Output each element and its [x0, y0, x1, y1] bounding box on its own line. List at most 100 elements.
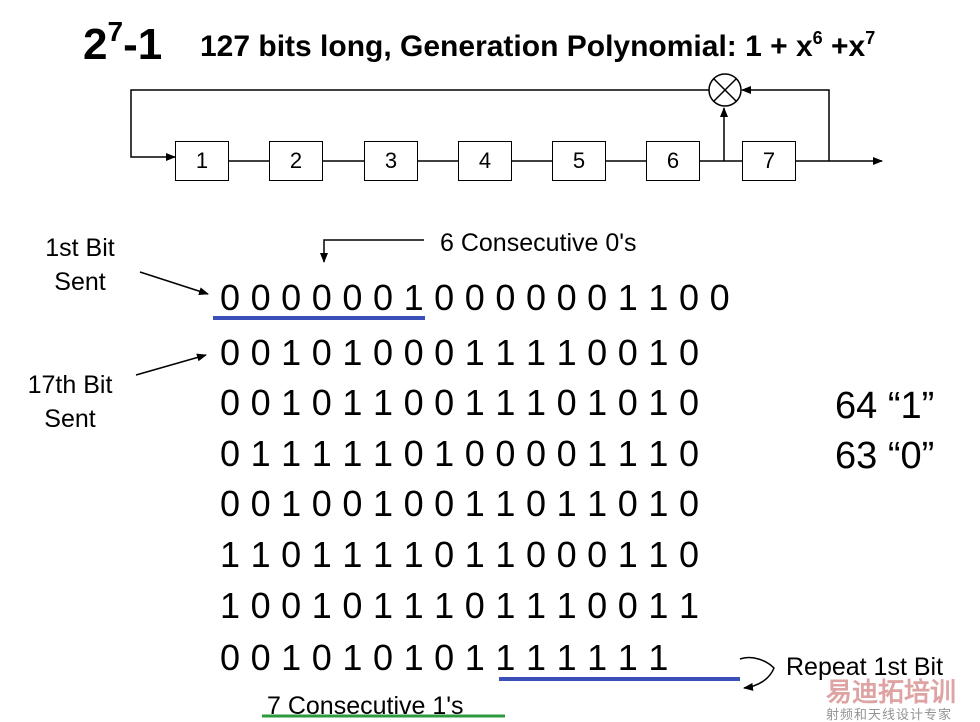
bit-value: 0 [219, 483, 241, 524]
ones-count: 64 “1” [835, 385, 935, 427]
bit-value: 1 [495, 332, 516, 373]
seventeenth-bit-label-line1: 17th Bit [27, 371, 113, 399]
bit-value: 1 [250, 433, 271, 474]
title-desc-exp1: 6 [812, 28, 823, 48]
bit-value: 1 [464, 483, 485, 524]
bit-value: 1 [434, 585, 455, 626]
bit-value: 0 [678, 433, 700, 474]
bit-value: 1 [648, 534, 669, 575]
watermark-subtitle: 射频和天线设计专家 [826, 707, 953, 722]
bit-value: 1 [556, 483, 577, 524]
bit-value: 0 [678, 332, 700, 373]
bit-value: 0 [525, 277, 547, 318]
register-6: 6 [646, 141, 700, 181]
bit-value: 1 [311, 433, 332, 474]
bit-value: 1 [525, 332, 547, 373]
consec1-label: 7 Consecutive 1's [267, 692, 464, 720]
bit-value: 0 [617, 332, 638, 373]
bit-value: 1 [372, 483, 394, 524]
bit-value: 1 [495, 585, 516, 626]
bit-value: 0 [434, 382, 455, 423]
register-4: 4 [458, 141, 512, 181]
bit-value: 1 [342, 534, 363, 575]
seventeenth-bit-label-line2: Sent [44, 405, 96, 433]
bit-value: 0 [434, 534, 455, 575]
bit-value: 1 [250, 534, 271, 575]
bit-value: 0 [617, 382, 638, 423]
repeat-arrow [739, 656, 775, 691]
bit-value: 0 [434, 332, 455, 373]
bit-value: 1 [219, 585, 241, 626]
bit-value: 0 [434, 277, 455, 318]
title-desc-prefix: 127 bits long, Generation Polynomial: 1 … [200, 30, 813, 63]
bit-value: 1 [281, 382, 302, 423]
bit-value: 1 [587, 382, 608, 423]
bit-value: 1 [617, 534, 638, 575]
bit-value: 0 [250, 585, 271, 626]
bit-value: 1 [464, 534, 485, 575]
bit-value: 1 [464, 637, 485, 678]
bit-value: 1 [587, 637, 608, 678]
consec0-label: 6 Consecutive 0's [440, 229, 637, 257]
bit-value: 0 [434, 637, 455, 678]
first-bit-arrow [139, 271, 209, 296]
xor-icon [708, 73, 742, 107]
bit-value: 1 [372, 433, 394, 474]
bit-value: 0 [372, 332, 394, 373]
bit-value: 0 [434, 483, 455, 524]
title-description: 127 bits long, Generation Polynomial: 1 … [200, 21, 875, 64]
bit-value: 1 [342, 382, 363, 423]
bit-value: 0 [372, 277, 394, 318]
bit-value: 0 [678, 277, 700, 318]
bit-value: 0 [311, 332, 332, 373]
bit-value: 1 [495, 534, 516, 575]
bit-value: 0 [219, 332, 241, 373]
title-desc-exp2: 7 [865, 28, 876, 48]
bit-value: 0 [464, 585, 485, 626]
register-5: 5 [552, 141, 606, 181]
seventeenth-bit-arrow [135, 353, 207, 376]
bit-value: 1 [403, 585, 424, 626]
bit-value: 1 [556, 332, 577, 373]
bit-value: 0 [281, 585, 302, 626]
bit-value: 0 [250, 483, 271, 524]
bit-value: 1 [311, 534, 332, 575]
title-main: 27-1 [83, 8, 162, 69]
bit-value: 1 [281, 332, 302, 373]
bit-value: 0 [250, 382, 271, 423]
bit-value: 0 [403, 332, 424, 373]
title-exponent: 7 [107, 16, 124, 47]
first-bit-label-line2: Sent [54, 268, 106, 296]
bit-value: 1 [342, 433, 363, 474]
bit-value: 1 [648, 332, 669, 373]
bit-value: 0 [219, 637, 241, 678]
bit-value: 1 [587, 483, 608, 524]
register-2: 2 [269, 141, 323, 181]
bit-value: 0 [311, 637, 332, 678]
bit-value: 0 [678, 534, 700, 575]
bit-value: 0 [617, 585, 638, 626]
bit-value: 0 [281, 277, 302, 318]
bit-value: 1 [464, 382, 485, 423]
bit-value: 1 [342, 637, 363, 678]
title-base: 2 [83, 20, 108, 69]
bit-value: 0 [403, 382, 424, 423]
bit-value: 1 [648, 483, 669, 524]
bit-value: 0 [587, 585, 608, 626]
bit-value: 1 [434, 433, 455, 474]
register-3: 3 [364, 141, 418, 181]
bit-value: 1 [403, 637, 424, 678]
repeat-label: Repeat 1st Bit [786, 653, 944, 681]
bit-value: 1 [525, 637, 547, 678]
bit-value: 0 [525, 483, 547, 524]
bit-value: 1 [648, 433, 669, 474]
bit-value: 1 [495, 637, 516, 678]
bit-value: 0 [219, 433, 241, 474]
bit-value: 0 [587, 277, 608, 318]
bit-value: 0 [403, 483, 424, 524]
bit-value: 0 [556, 534, 577, 575]
bit-value: 0 [709, 277, 730, 318]
bit-value: 0 [342, 277, 363, 318]
